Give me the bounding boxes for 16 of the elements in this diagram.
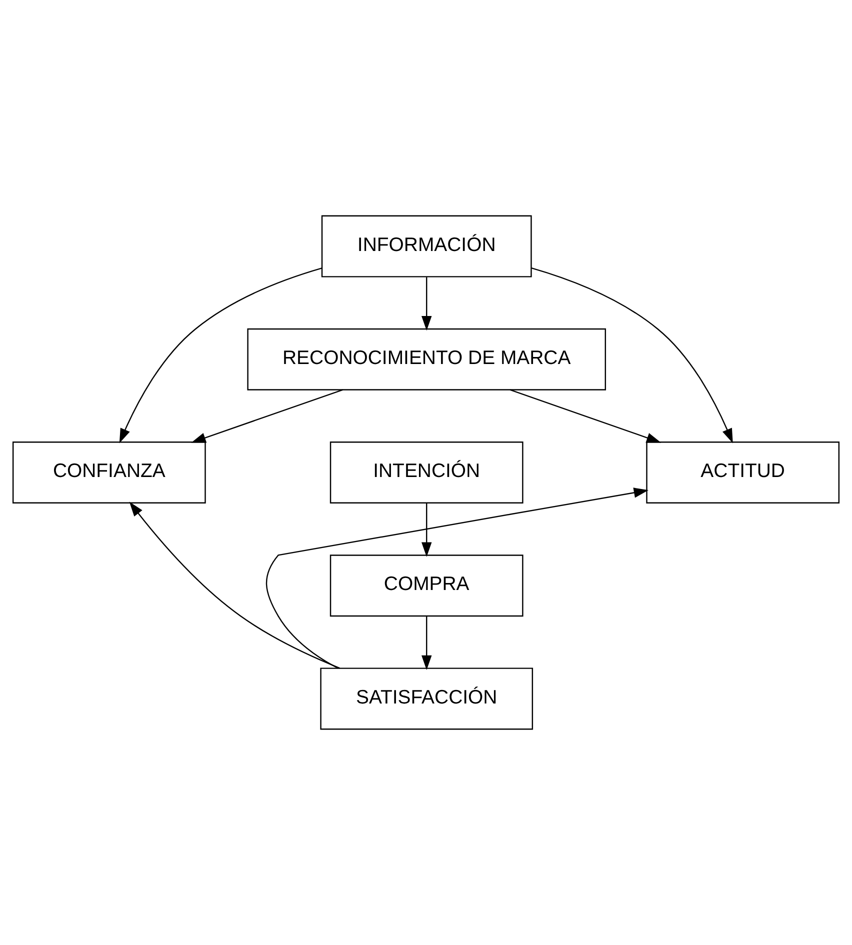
arrow xyxy=(266,488,648,669)
arrow xyxy=(422,616,432,670)
arrow xyxy=(422,503,432,557)
node-box: CONFIANZA xyxy=(12,441,206,504)
node-box: COMPRA xyxy=(330,554,524,617)
arrow xyxy=(191,389,343,443)
node-box: ACTITUD xyxy=(646,441,840,504)
node-box: RECONOCIMIENTO DE MARCA xyxy=(247,328,606,390)
arrow xyxy=(422,277,432,331)
node-box: INFORMACIÓN xyxy=(321,215,532,278)
arrow xyxy=(119,268,322,444)
arrow xyxy=(129,502,340,669)
node-box: INTENCIÓN xyxy=(330,441,524,504)
arrow xyxy=(510,389,662,443)
node-box: SATISFACCIÓN xyxy=(320,668,534,730)
arrow xyxy=(531,267,733,444)
